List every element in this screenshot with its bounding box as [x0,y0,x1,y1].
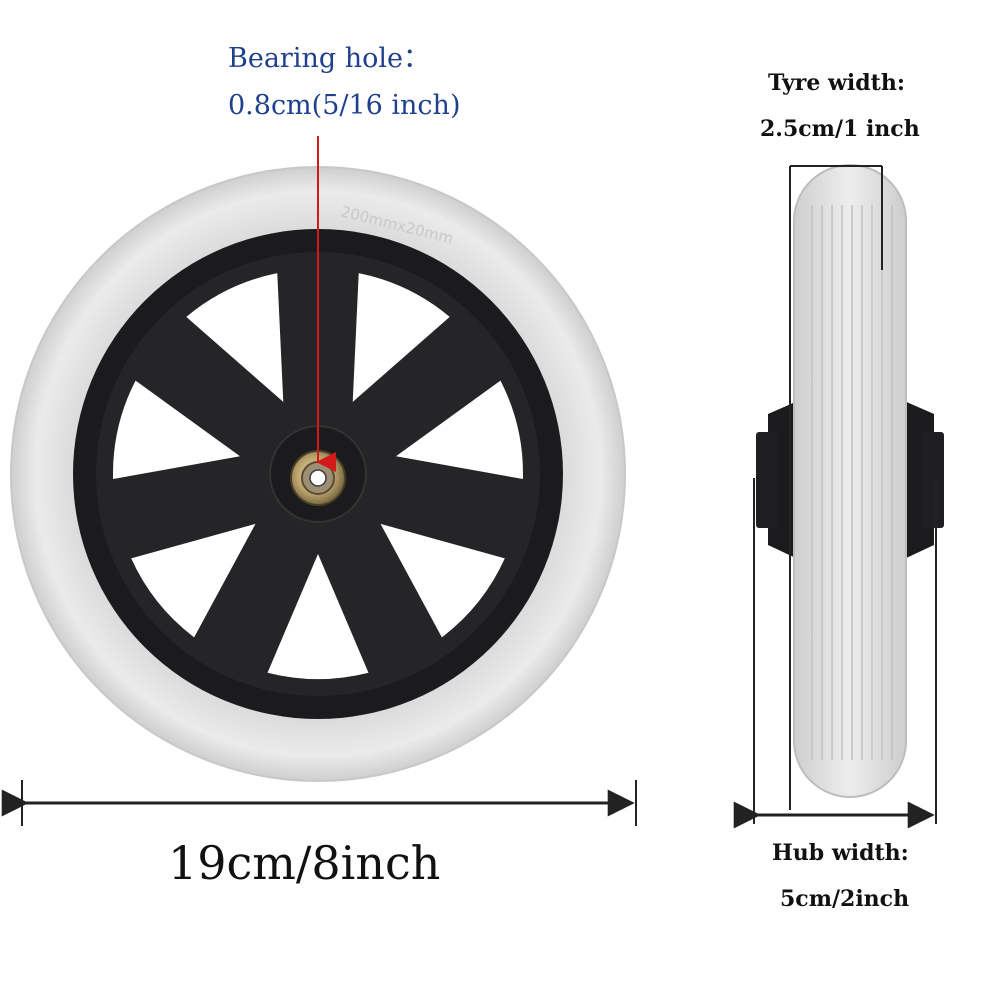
wheel-side-view [756,164,944,810]
spoke-window [352,273,450,402]
hub-width-title: Hub width: [772,840,909,866]
hub-width-dimension [733,478,937,829]
tyre-tread-lines [811,205,893,760]
tyre-width-value: 2.5cm/1 inch [760,116,920,142]
hub-spoke-windows [113,273,523,679]
hub-width-value: 5cm/2inch [780,886,910,912]
bearing-hole-title: Bearing hole： [228,43,430,74]
spoke-window [380,523,505,638]
hub-side [768,400,934,560]
spoke-window [395,380,523,480]
bearing-hole-value: 0.8cm(5/16 inch) [228,90,461,121]
spoke-window [113,380,241,480]
diameter-label: 19cm/8inch [168,836,441,890]
wheel-front-view: 200mmx20mm [10,166,626,782]
spoke-window [186,273,284,402]
tyre-side [793,164,907,798]
tyre-width-title: Tyre width: [768,70,905,96]
bearing-hole [309,469,327,487]
diameter-dimension [1,780,637,826]
spoke-window [267,554,369,679]
spoke-window [131,523,256,638]
